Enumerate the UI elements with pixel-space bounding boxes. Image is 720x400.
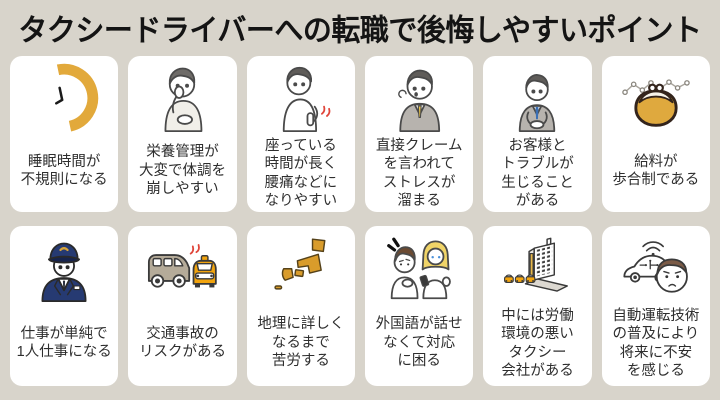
point-label: 仕事が単純で 1人仕事になる	[16, 325, 112, 360]
point-card-complaints: 直接クレーム を言われて ストレスが 溜まる	[365, 56, 474, 212]
point-label: 自動運転技術 の普及により 将来に不安 を感じる	[612, 308, 700, 380]
point-label: 給料が 歩合制である	[612, 153, 700, 188]
point-label: お客様と トラブルが 生じること がある	[501, 138, 574, 210]
point-card-geography: 地理に詳しく なるまで 苦労する	[246, 226, 355, 386]
title-bar: タクシードライバーへの転職で後悔しやすいポイント	[0, 0, 720, 56]
points-grid: 睡眠時間が 不規則になる 栄養管理が 大変で体調を 崩しやすい	[0, 56, 720, 386]
back-pain-icon	[265, 59, 337, 137]
point-label: 直接クレーム を言われて ストレスが 溜まる	[375, 138, 463, 210]
taxi-company-icon	[501, 229, 573, 307]
point-card-solitary-work: 仕事が単純で 1人仕事になる	[10, 226, 119, 386]
point-card-backpain: 座っている 時間が長く 腰痛などに なりやすい	[246, 56, 355, 212]
customer-trouble-icon	[501, 59, 573, 137]
point-card-customer-trouble: お客様と トラブルが 生じること がある	[483, 56, 592, 212]
point-label: 睡眠時間が 不規則になる	[20, 153, 108, 188]
point-label: 地理に詳しく なるまで 苦労する	[257, 316, 345, 370]
taxi-driver-icon	[28, 229, 100, 307]
point-label: 中には労働 環境の悪い タクシー 会社がある	[501, 308, 574, 380]
point-card-language: 外国語が話せ なくて対応 に困る	[365, 226, 474, 386]
point-label: 栄養管理が 大変で体調を 崩しやすい	[138, 144, 226, 198]
commission-purse-icon	[620, 59, 692, 137]
point-card-sleep: 睡眠時間が 不規則になる	[10, 56, 119, 212]
crescent-clock-icon	[28, 59, 100, 137]
complaint-stress-icon	[383, 59, 455, 137]
language-barrier-icon	[383, 229, 455, 307]
point-label: 外国語が話せ なくて対応 に困る	[375, 316, 463, 370]
japan-map-icon	[265, 229, 337, 307]
self-driving-icon	[620, 229, 692, 307]
point-card-commission-pay: 給料が 歩合制である	[601, 56, 710, 212]
sick-person-icon	[146, 59, 218, 137]
point-card-health: 栄養管理が 大変で体調を 崩しやすい	[128, 56, 237, 212]
point-card-automation-anxiety: 自動運転技術 の普及により 将来に不安 を感じる	[601, 226, 710, 386]
point-label: 交通事故の リスクがある	[138, 325, 226, 360]
point-card-accident-risk: 交通事故の リスクがある	[128, 226, 237, 386]
point-label: 座っている 時間が長く 腰痛などに なりやすい	[264, 138, 338, 210]
car-accident-icon	[146, 229, 218, 307]
point-card-bad-companies: 中には労働 環境の悪い タクシー 会社がある	[483, 226, 592, 386]
page-title: タクシードライバーへの転職で後悔しやすいポイント	[18, 14, 702, 48]
